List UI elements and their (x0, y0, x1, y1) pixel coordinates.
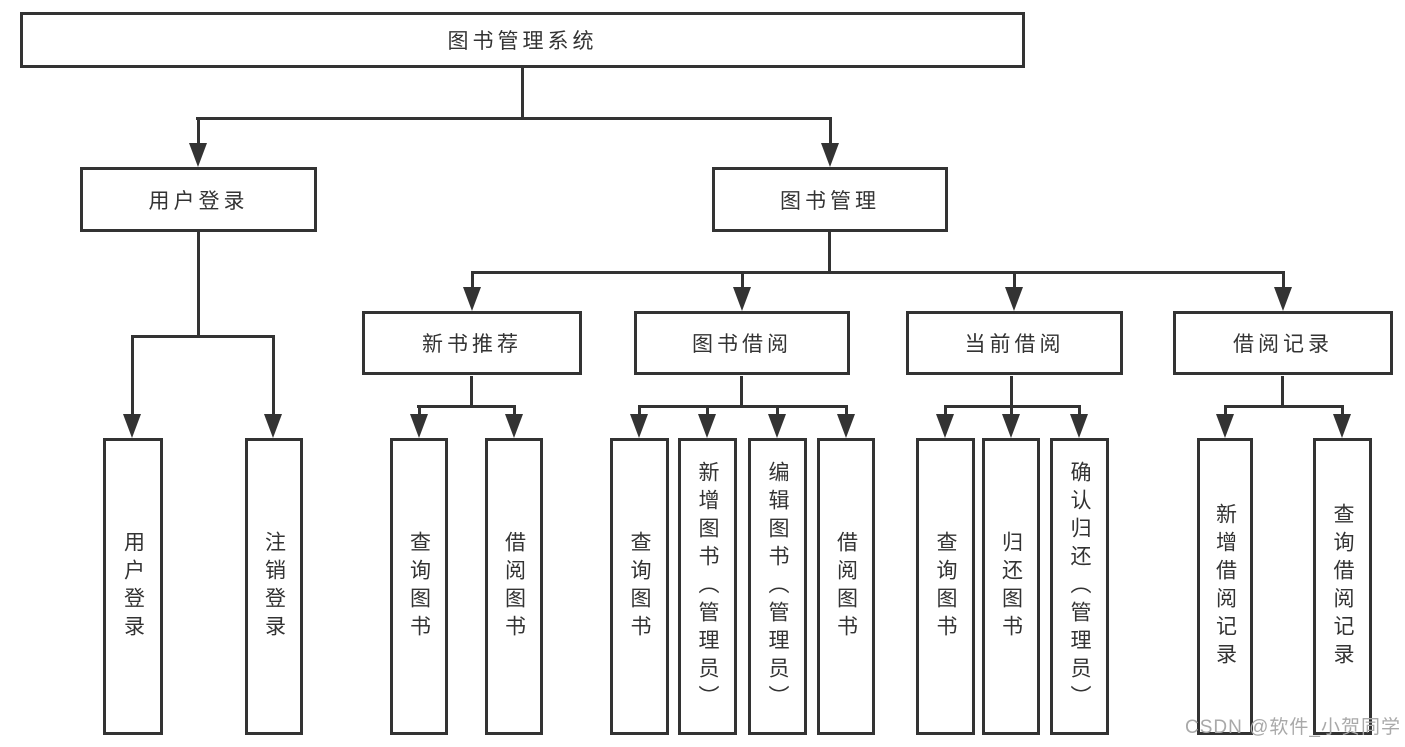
arrowhead-icon (1216, 414, 1234, 438)
connector-line (521, 68, 524, 119)
arrowhead-icon (768, 414, 786, 438)
arrowhead-icon (1005, 287, 1023, 311)
node-borrow-books-borrowing: 借阅图书 (817, 438, 875, 735)
node-book-management: 图书管理 (712, 167, 948, 232)
arrowhead-icon (1274, 287, 1292, 311)
node-root-library-system: 图书管理系统 (20, 12, 1025, 68)
connector-line (776, 405, 779, 416)
connector-line (638, 405, 641, 416)
node-confirm-return-admin: 确认归还（管理员） (1050, 438, 1109, 735)
node-query-borrow-record: 查询借阅记录 (1313, 438, 1372, 735)
watermark: CSDN @软件_小贺同学 (1185, 717, 1401, 738)
connector-line (1282, 271, 1285, 289)
connector-line (1013, 271, 1016, 289)
connector-line (197, 232, 200, 336)
node-query-books-current: 查询图书 (916, 438, 975, 735)
arrowhead-icon (630, 414, 648, 438)
connector-line (828, 232, 831, 273)
arrowhead-icon (123, 414, 141, 438)
connector-line (196, 117, 832, 120)
connector-line (1281, 376, 1284, 406)
connector-line (131, 335, 274, 338)
arrowhead-icon (505, 414, 523, 438)
node-user-login-leaf: 用户登录 (103, 438, 163, 735)
connector-line (131, 335, 134, 416)
node-add-book-admin: 新增图书（管理员） (678, 438, 737, 735)
arrowhead-icon (463, 287, 481, 311)
arrowhead-icon (1333, 414, 1351, 438)
connector-line (470, 376, 473, 406)
node-borrowing-records: 借阅记录 (1173, 311, 1393, 375)
node-current-borrowing: 当前借阅 (906, 311, 1123, 375)
node-return-book: 归还图书 (982, 438, 1040, 735)
arrowhead-icon (410, 414, 428, 438)
connector-line (272, 335, 275, 416)
node-edit-book-admin: 编辑图书（管理员） (748, 438, 807, 735)
node-add-borrow-record: 新增借阅记录 (1197, 438, 1253, 735)
arrowhead-icon (936, 414, 954, 438)
connector-line (638, 405, 848, 408)
connector-line (944, 405, 947, 416)
connector-line (706, 405, 709, 416)
arrowhead-icon (189, 143, 207, 167)
node-new-book-recommend: 新书推荐 (362, 311, 582, 375)
node-user-login: 用户登录 (80, 167, 317, 232)
arrowhead-icon (1002, 414, 1020, 438)
arrowhead-icon (733, 287, 751, 311)
node-query-books-recommend: 查询图书 (390, 438, 448, 735)
connector-line (1224, 405, 1227, 416)
connector-line (471, 271, 1285, 274)
connector-line (1341, 405, 1344, 416)
connector-line (1078, 405, 1081, 416)
arrowhead-icon (698, 414, 716, 438)
connector-line (471, 271, 474, 289)
arrowhead-icon (264, 414, 282, 438)
connector-line (829, 117, 832, 145)
connector-line (513, 405, 516, 416)
connector-line (845, 405, 848, 416)
connector-line (418, 405, 421, 416)
connector-line (1224, 405, 1344, 408)
connector-line (741, 271, 744, 289)
node-logout: 注销登录 (245, 438, 303, 735)
node-book-borrowing: 图书借阅 (634, 311, 850, 375)
connector-line (417, 405, 516, 408)
connector-line (1010, 376, 1013, 406)
node-query-books-borrowing: 查询图书 (610, 438, 669, 735)
connector-line (1010, 405, 1013, 416)
arrowhead-icon (837, 414, 855, 438)
node-borrow-books-recommend: 借阅图书 (485, 438, 543, 735)
connector-line (197, 117, 200, 145)
connector-line (740, 376, 743, 406)
arrowhead-icon (1070, 414, 1088, 438)
arrowhead-icon (821, 143, 839, 167)
